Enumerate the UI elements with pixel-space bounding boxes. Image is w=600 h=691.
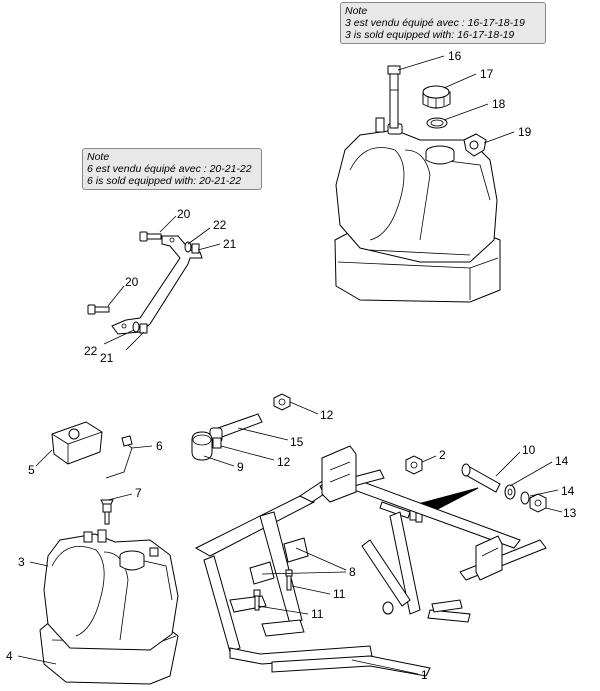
callout-14: 14 <box>561 484 575 498</box>
callout-12: 12 <box>320 408 334 422</box>
callout-13: 13 <box>563 506 577 520</box>
washer-14-b <box>520 491 530 505</box>
note-tank-kit: Note 3 est vendu équipé avec : 16-17-18-… <box>340 2 546 44</box>
callout-20: 20 <box>177 207 191 221</box>
nut-12-upper <box>273 393 291 411</box>
note-title: Note <box>87 151 110 163</box>
nut-21-lower <box>139 323 148 334</box>
rubber-bumper-9 <box>191 431 213 461</box>
note-line-en: 3 is sold equipped with: 16-17-18-19 <box>345 29 515 41</box>
bolt-20-upper <box>139 231 162 242</box>
callout-7: 7 <box>135 486 142 500</box>
clip-6 <box>105 435 133 479</box>
nut-13 <box>529 493 547 513</box>
callout-2: 2 <box>439 448 446 462</box>
callout-1: 1 <box>421 668 428 682</box>
callout-4: 4 <box>6 649 13 663</box>
filter-block-5 <box>51 421 103 465</box>
callout-3: 3 <box>18 555 25 569</box>
callout-12: 12 <box>277 455 291 469</box>
fitting-7 <box>100 499 114 525</box>
note-line-fr: 6 est vendu équipé avec : 20-21-22 <box>87 163 252 175</box>
seal-ring-18 <box>426 117 448 129</box>
callout-22: 22 <box>84 344 98 358</box>
fuel-cap-17 <box>422 85 451 109</box>
callout-21: 21 <box>100 351 114 365</box>
callout-5: 5 <box>28 463 35 477</box>
nut-12-lower <box>212 437 222 449</box>
kart-frame-1 <box>194 445 547 677</box>
callout-11: 11 <box>333 587 346 601</box>
callout-20: 20 <box>125 275 139 289</box>
nut-2 <box>405 455 423 475</box>
leader-lines <box>17 55 563 675</box>
callout-9: 9 <box>237 460 244 474</box>
washer-14-a <box>504 484 516 500</box>
callout-6: 6 <box>156 439 163 453</box>
callout-19: 19 <box>518 125 532 139</box>
callout-22: 22 <box>213 218 227 232</box>
knob-19 <box>463 133 487 157</box>
washer-22-upper <box>184 241 192 253</box>
callout-8: 8 <box>349 565 356 579</box>
callout-16: 16 <box>448 49 462 63</box>
king-pin-10 <box>461 463 501 493</box>
fuel-tank-lower <box>39 529 179 685</box>
callout-labels: 16 17 18 19 20 22 21 20 22 21 12 15 12 9… <box>6 49 577 682</box>
callout-14: 14 <box>555 454 569 468</box>
callout-10: 10 <box>522 443 536 457</box>
callout-21: 21 <box>223 237 237 251</box>
bolt-20-lower <box>87 304 110 315</box>
vent-tube-16 <box>387 65 401 129</box>
fuel-tank-upper <box>334 117 501 303</box>
note-line-fr: 3 est vendu équipé avec : 16-17-18-19 <box>345 17 525 29</box>
callout-17: 17 <box>480 67 494 81</box>
note-title: Note <box>345 5 368 17</box>
nut-21-upper <box>191 243 200 254</box>
note-bracket-kit: Note 6 est vendu équipé avec : 20-21-22 … <box>82 148 262 190</box>
callout-11: 11 <box>311 607 324 621</box>
washer-22-lower <box>132 321 140 333</box>
callout-18: 18 <box>492 97 506 111</box>
bolt-11-lower <box>253 589 261 611</box>
callout-15: 15 <box>290 435 304 449</box>
note-line-en: 6 is sold equipped with: 20-21-22 <box>87 175 242 187</box>
